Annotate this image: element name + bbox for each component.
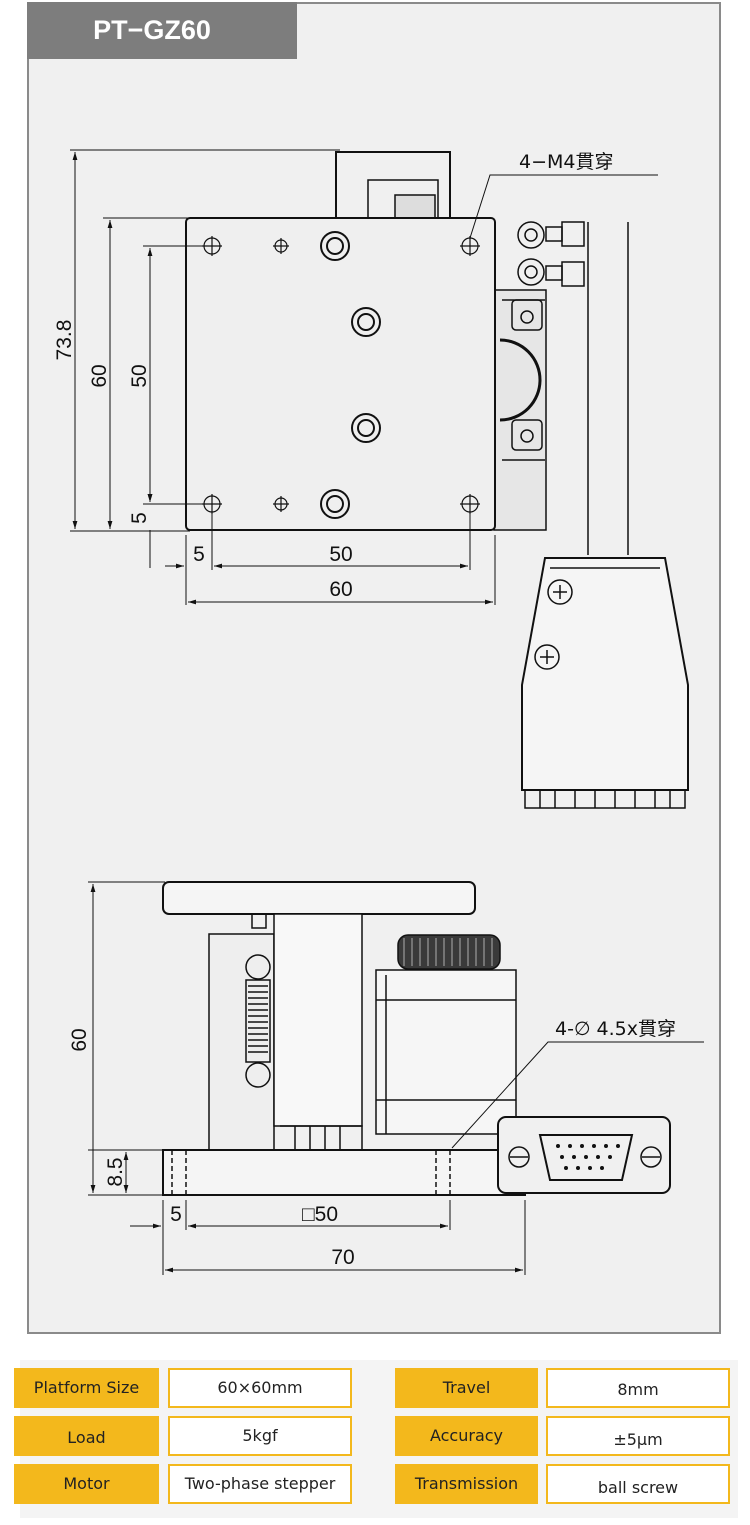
top-dim-hole-pitch-h: 50 <box>329 543 352 566</box>
top-dim-edge-offset-v: 5 <box>128 512 151 524</box>
top-view <box>70 149 689 809</box>
model-tab: PT−GZ60 <box>27 2 297 59</box>
side-dim-height-total: 60 <box>68 1028 91 1051</box>
spec-value-transmission: ball screw <box>546 1464 730 1504</box>
model-title: PT−GZ60 <box>93 15 211 45</box>
spec-value-load: 5kgf <box>168 1416 352 1456</box>
top-dim-height-platform: 60 <box>88 364 111 387</box>
spec-label-transmission: Transmission <box>395 1464 538 1504</box>
top-dim-height-total: 73.8 <box>53 320 76 361</box>
top-dim-hole-pitch-v: 50 <box>128 364 151 387</box>
side-note-holes: 4-∅ 4.5x貫穿 <box>555 1018 676 1040</box>
top-dim-width-platform: 60 <box>329 578 352 601</box>
side-view <box>88 881 704 1275</box>
spec-label-load: Load <box>14 1416 159 1456</box>
spec-label-travel: Travel <box>395 1368 538 1408</box>
technical-drawing: 73.8 60 50 5 5 50 60 4−M4貫穿 <box>53 149 704 1275</box>
side-dim-square: □50 <box>302 1203 338 1226</box>
side-dim-edge-offset: 5 <box>170 1203 182 1226</box>
spec-value-platform-size: 60×60mm <box>168 1368 352 1408</box>
spec-label-platform-size: Platform Size <box>14 1368 159 1408</box>
side-dim-base-width: 70 <box>331 1246 354 1269</box>
side-dim-base-height: 8.5 <box>104 1157 127 1186</box>
spec-value-accuracy: ±5μm <box>546 1416 730 1456</box>
spec-value-motor: Two-phase stepper <box>168 1464 352 1504</box>
spec-value-travel: 8mm <box>546 1368 730 1408</box>
top-note-holes: 4−M4貫穿 <box>519 151 614 173</box>
spec-label-motor: Motor <box>14 1464 159 1504</box>
top-dim-edge-offset-h: 5 <box>193 543 205 566</box>
spec-label-accuracy: Accuracy <box>395 1416 538 1456</box>
